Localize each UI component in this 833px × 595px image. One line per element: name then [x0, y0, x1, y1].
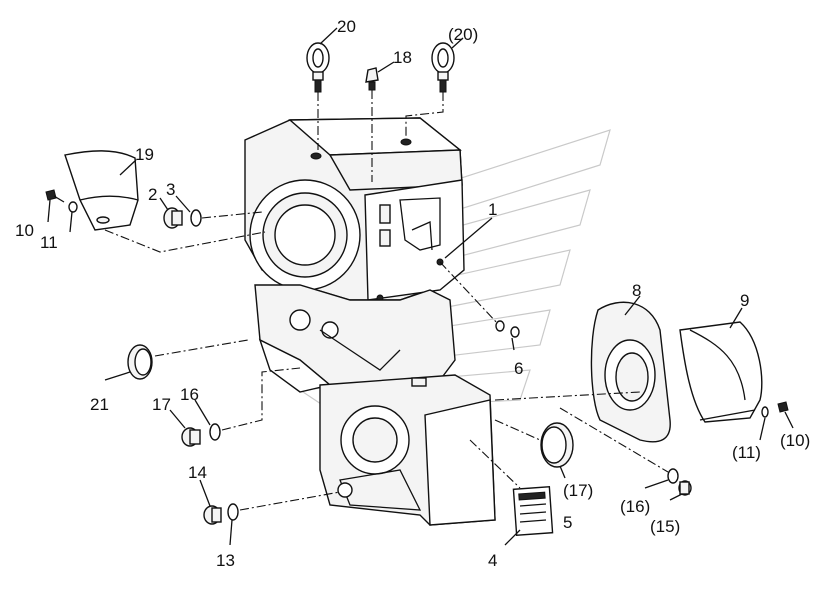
label-14: 14 [188, 463, 207, 482]
nameplate-5 [512, 486, 554, 536]
lifting-eye-bolt-20 [306, 42, 330, 93]
o-ring-13 [227, 503, 239, 521]
assembly-line-13-14 [239, 491, 341, 511]
cap-17 [540, 422, 574, 468]
assembly-line-19 [104, 229, 266, 253]
washer-11 [68, 201, 78, 213]
o-ring-3 [190, 209, 202, 227]
assembly-line-5 [469, 439, 521, 489]
assembly-line-6 [439, 261, 499, 325]
label-21: 21 [90, 395, 109, 414]
plug-2 [163, 207, 183, 229]
callout-labels: 20 (20) 18 19 2 3 10 11 1 8 9 6 21 17 16… [15, 17, 810, 570]
washer-11-second [761, 406, 769, 418]
plug-15 [678, 480, 692, 496]
dowel-pin-6 [495, 320, 520, 338]
label-10-paren: (10) [780, 431, 810, 450]
assembly-line-2-3 [201, 211, 263, 219]
o-ring-16-second [667, 468, 679, 484]
label-1: 1 [488, 200, 497, 219]
label-5: 5 [563, 513, 572, 532]
assembly-line-17 [494, 419, 541, 441]
lifting-eye-bolt-20-second [431, 42, 455, 93]
assembly-line-20-second [405, 92, 444, 138]
label-10: 10 [15, 221, 34, 240]
label-18: 18 [393, 48, 412, 67]
leader-lines [47, 27, 794, 546]
label-17-paren: (17) [563, 481, 593, 500]
assembly-line-16-17 [221, 367, 301, 431]
bolt-10-second [777, 401, 789, 413]
label-3: 3 [166, 180, 175, 199]
label-16-paren: (16) [620, 497, 650, 516]
o-ring-16 [209, 423, 221, 441]
breather-plug-18 [365, 67, 379, 91]
label-11-paren: (11) [732, 443, 761, 462]
cover-plate-19 [64, 150, 139, 231]
guard-9 [679, 321, 763, 423]
plug-17 [181, 427, 201, 447]
label-15-paren: (15) [650, 517, 680, 536]
bolt-10 [45, 189, 65, 203]
label-17: 17 [152, 395, 171, 414]
label-4: 4 [488, 551, 497, 570]
label-20: 20 [337, 17, 356, 36]
assembly-line-15-16 [559, 407, 669, 473]
label-19: 19 [135, 145, 154, 164]
plug-14 [203, 505, 222, 525]
seal-ring-21 [127, 344, 153, 380]
label-2: 2 [148, 185, 157, 204]
assembly-line-21 [154, 339, 249, 357]
label-16: 16 [180, 385, 199, 404]
assembly-line-8 [494, 391, 641, 401]
label-20-paren: (20) [448, 25, 478, 44]
label-6: 6 [514, 359, 523, 378]
label-9: 9 [740, 291, 749, 310]
transmission-housing [244, 117, 496, 526]
label-13: 13 [216, 551, 235, 570]
cover-8 [590, 301, 671, 443]
label-8: 8 [632, 281, 641, 300]
label-11: 11 [40, 233, 58, 252]
